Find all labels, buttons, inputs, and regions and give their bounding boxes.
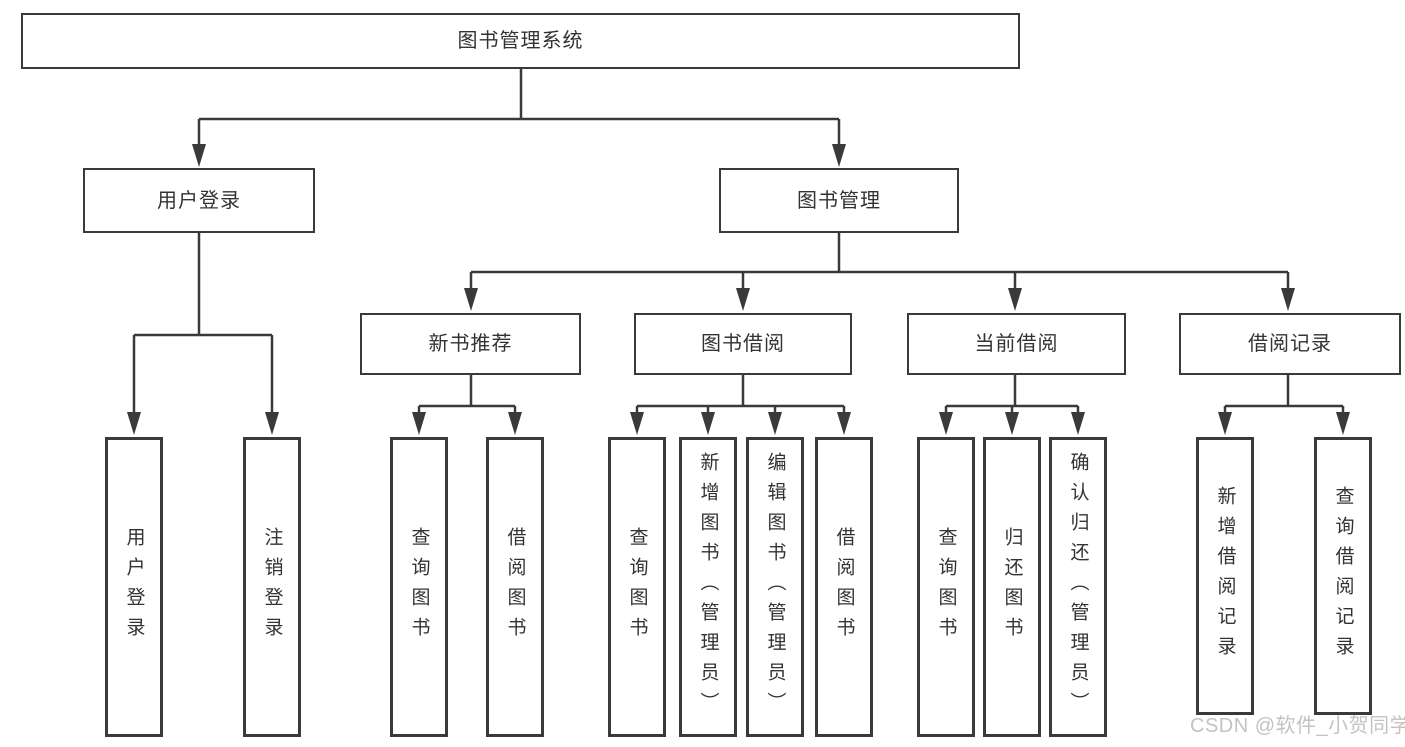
leaf-logout: 注销登录: [243, 437, 301, 737]
csdn-watermark: CSDN @软件_小贺同学: [1190, 715, 1405, 737]
leaf-query-borrow-record: 查询借阅记录: [1314, 437, 1372, 715]
edge-bookborrow-to-leaves: [635, 375, 846, 418]
node-book-borrow: 图书借阅: [634, 313, 852, 375]
leaf-user-login: 用户登录: [105, 437, 163, 737]
edge-newbookrec-to-leaves: [417, 375, 517, 418]
leaf-add-books-admin: 新增图书（管理员）: [679, 437, 737, 737]
leaf-confirm-return-admin: 确认归还（管理员）: [1049, 437, 1107, 737]
edge-userlogin-to-leaves: [132, 233, 274, 418]
edge-currentborrow-to-leaves: [944, 375, 1080, 418]
edge-borrowrecords-to-leaves: [1223, 375, 1345, 418]
node-book-management: 图书管理: [719, 168, 959, 233]
leaf-borrow-query-books: 查询图书: [608, 437, 666, 737]
leaf-recommend-borrow-books: 借阅图书: [486, 437, 544, 737]
leaf-return-books: 归还图书: [983, 437, 1041, 737]
node-borrow-records: 借阅记录: [1179, 313, 1401, 375]
node-root: 图书管理系统: [21, 13, 1020, 69]
node-user-login: 用户登录: [83, 168, 315, 233]
leaf-recommend-query-books: 查询图书: [390, 437, 448, 737]
edge-bookmgmt-to-level3: [469, 233, 1290, 295]
node-new-book-recommend: 新书推荐: [360, 313, 581, 375]
leaf-current-query-books: 查询图书: [917, 437, 975, 737]
node-current-borrow: 当前借阅: [907, 313, 1126, 375]
leaf-borrow-books: 借阅图书: [815, 437, 873, 737]
edge-root-to-level2: [197, 69, 841, 150]
leaf-add-borrow-record: 新增借阅记录: [1196, 437, 1254, 715]
leaf-edit-books-admin: 编辑图书（管理员）: [746, 437, 804, 737]
